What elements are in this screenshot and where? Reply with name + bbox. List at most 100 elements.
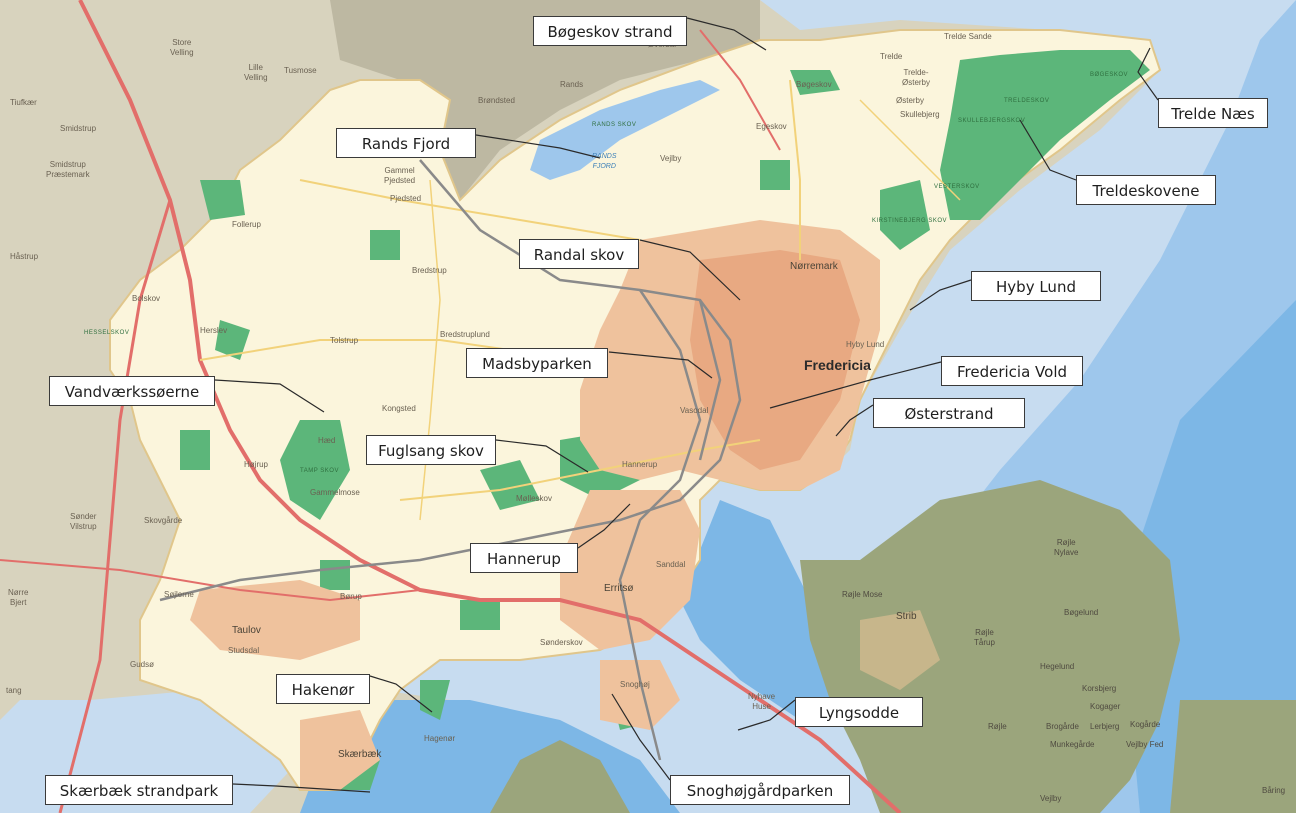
callout-hakenor[interactable]: Hakenør bbox=[276, 674, 370, 704]
callout-bogeskov-strand[interactable]: Bøgeskov strand bbox=[533, 16, 687, 46]
forest-tampskov: TAMP SKOV bbox=[300, 468, 339, 474]
south-land bbox=[490, 740, 630, 813]
place-kogaarde: Kogårde bbox=[1130, 720, 1161, 729]
place-lille-velling: Lille Velling bbox=[244, 63, 268, 82]
place-baring: Båring bbox=[1262, 786, 1286, 795]
place-hegelund: Hegelund bbox=[1040, 662, 1075, 671]
lillebaelt-deep bbox=[680, 500, 860, 720]
place-lerbjerg: Lerbjerg bbox=[1090, 722, 1120, 731]
place-vejlby-fed: Vejlby Fed bbox=[1126, 740, 1164, 749]
callout-fuglsang-skov[interactable]: Fuglsang skov bbox=[366, 435, 496, 465]
place-borup: Børup bbox=[340, 592, 362, 601]
railways bbox=[159, 159, 742, 761]
callout-osterstrand[interactable]: Østerstrand bbox=[873, 398, 1025, 428]
place-tusmose: Tusmose bbox=[284, 66, 317, 75]
place-gammelmose: Gammelmose bbox=[310, 488, 360, 497]
place-bolskov: Bolskov bbox=[132, 294, 161, 303]
place-bredstrup: Bredstrup bbox=[412, 266, 447, 275]
place-brondsted: Brøndsted bbox=[478, 96, 515, 105]
place-taulov: Taulov bbox=[232, 625, 261, 636]
place-store-velling: Store Velling bbox=[170, 38, 194, 57]
funen-east bbox=[1170, 700, 1296, 813]
place-molleskov: Mølleskov bbox=[516, 494, 553, 503]
place-vejlby: Vejlby bbox=[660, 154, 682, 163]
callout-hyby-lund[interactable]: Hyby Lund bbox=[971, 271, 1101, 301]
funen bbox=[800, 480, 1180, 813]
place-skullebjerg: Skullebjerg bbox=[900, 110, 940, 119]
place-rands: Rands bbox=[560, 80, 584, 89]
callout-fredericia-vold[interactable]: Fredericia Vold bbox=[941, 356, 1083, 386]
place-osterby: Østerby bbox=[896, 96, 925, 105]
forest-kirstinebjerg: KIRSTINEBJERG SKOV bbox=[872, 218, 948, 224]
forest-skullebjerg: SKULLEBJERGSKOV bbox=[958, 118, 1026, 124]
place-vejlby-south: Vejlby bbox=[1040, 794, 1062, 803]
place-kogager: Kogager bbox=[1090, 702, 1121, 711]
place-snoghoj: Snoghøj bbox=[620, 680, 650, 689]
place-rojle-nylave: Røjle Nylave bbox=[1054, 538, 1079, 557]
callout-rands-fjord[interactable]: Rands Fjord bbox=[336, 128, 476, 158]
place-nyhave-huse: Nyhave Huse bbox=[748, 692, 776, 711]
place-sonder-vilstrup: Sønder Vilstrup bbox=[70, 512, 97, 531]
place-sojlerne: Søjlerne bbox=[164, 590, 194, 599]
place-sanddal: Sanddal bbox=[656, 560, 686, 569]
forest-vesterskov: VESTERSKOV bbox=[934, 184, 980, 190]
place-skaerbaek: Skærbæk bbox=[338, 749, 382, 760]
place-korsbjerg: Korsbjerg bbox=[1082, 684, 1117, 693]
callout-randal-skov[interactable]: Randal skov bbox=[519, 239, 639, 269]
place-munkegaarde: Munkegårde bbox=[1050, 740, 1095, 749]
place-brogaarde: Brogårde bbox=[1046, 722, 1079, 731]
place-hojrup: Højrup bbox=[244, 460, 269, 469]
place-trelde: Trelde bbox=[880, 52, 903, 61]
callout-trelde-naes[interactable]: Trelde Næs bbox=[1158, 98, 1268, 128]
place-rojle: Røjle bbox=[988, 722, 1007, 731]
place-vasodal: Vasodal bbox=[680, 406, 709, 415]
roads bbox=[0, 0, 961, 813]
forest-treldeskov: TRELDESKOV bbox=[1004, 98, 1050, 104]
place-studsdal: Studsdal bbox=[228, 646, 260, 655]
place-rojle-mose: Røjle Mose bbox=[842, 590, 883, 599]
rands-fjord-water bbox=[530, 80, 720, 180]
callout-madsbyparken[interactable]: Madsbyparken bbox=[466, 348, 608, 378]
place-norre-bjert: Nørre Bjert bbox=[8, 588, 29, 607]
place-fredericia: Fredericia bbox=[804, 357, 871, 373]
place-skovgaarde: Skovgårde bbox=[144, 516, 183, 525]
place-gudso: Gudsø bbox=[130, 660, 155, 669]
forest-hesselskov: HESSELSKOV bbox=[84, 330, 130, 336]
place-tiufkaer: Tiufkær bbox=[10, 98, 37, 107]
callout-skaerbaek-strandpark[interactable]: Skærbæk strandpark bbox=[45, 775, 233, 805]
callout-lyngsodde[interactable]: Lyngsodde bbox=[795, 697, 923, 727]
place-norremark: Nørremark bbox=[790, 261, 838, 272]
place-rojle-tarup: Røjle Tårup bbox=[974, 628, 995, 647]
callout-treldeskovene[interactable]: Treldeskovene bbox=[1076, 175, 1216, 205]
callout-snoghojgaardparken[interactable]: Snoghøjgårdparken bbox=[670, 775, 850, 805]
place-bogelund: Bøgelund bbox=[1064, 608, 1099, 617]
place-herslev: Herslev bbox=[200, 326, 228, 335]
place-haastrup: Håstrup bbox=[10, 252, 39, 261]
place-pjedsted: Pjedsted bbox=[390, 194, 422, 203]
place-hannerup-map: Hannerup bbox=[622, 460, 658, 469]
place-bogeskov: Bøgeskov bbox=[796, 80, 832, 89]
place-strib: Strib bbox=[896, 611, 917, 622]
water-rands-fjord: RANDS FJORD bbox=[592, 153, 617, 170]
place-erritso: Erritsø bbox=[604, 583, 634, 594]
place-tang: tang bbox=[6, 686, 22, 695]
place-bredstruplund: Bredstruplund bbox=[440, 330, 490, 339]
place-follerup: Follerup bbox=[232, 220, 261, 229]
place-trelde-osterby: Trelde- Østerby bbox=[902, 68, 931, 87]
place-smidstrup-praestemark: Smidstrup Præstemark bbox=[46, 160, 90, 179]
place-egeskov: Egeskov bbox=[756, 122, 787, 131]
place-gammel-pjedsted: Gammel Pjedsted bbox=[384, 166, 416, 185]
place-tolstrup: Tolstrup bbox=[330, 336, 359, 345]
place-kongsted: Kongsted bbox=[382, 404, 416, 413]
place-hyby-lund-map: Hyby Lund bbox=[846, 340, 885, 349]
place-smidstrup: Smidstrup bbox=[60, 124, 97, 133]
forest-rands-skov: RANDS SKOV bbox=[592, 122, 637, 128]
place-sonderskov: Sønderskov bbox=[540, 638, 583, 647]
place-trelde-sande: Trelde Sande bbox=[944, 32, 992, 41]
callout-hannerup[interactable]: Hannerup bbox=[470, 543, 578, 573]
place-hagenor: Hagenør bbox=[424, 734, 456, 743]
forest-bogeskov: BØGESKOV bbox=[1090, 72, 1129, 78]
callout-vandvaerkssoerne[interactable]: Vandværkssøerne bbox=[49, 376, 215, 406]
